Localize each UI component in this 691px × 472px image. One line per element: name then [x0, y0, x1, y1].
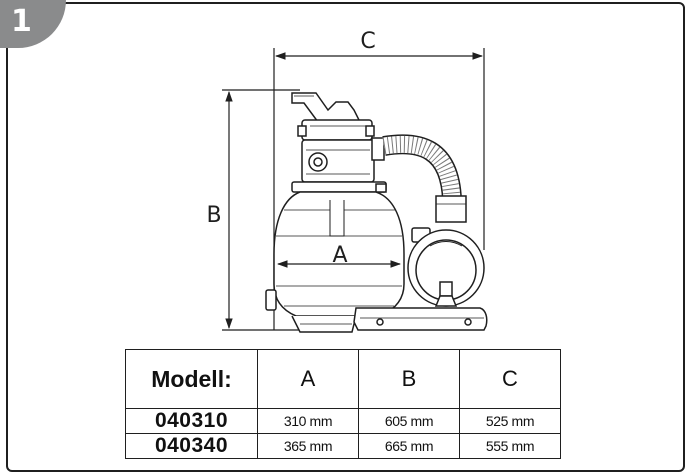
header-model: Modell:: [125, 349, 258, 409]
figure-number: 1: [11, 4, 32, 39]
value-b: 605 mm: [358, 408, 460, 434]
dimension-b-label: B: [206, 203, 221, 228]
value-a: 310 mm: [257, 408, 359, 434]
sand-filter-drawing: C B: [206, 29, 488, 333]
dimension-a-label: A: [332, 243, 347, 268]
value-c: 555 mm: [459, 433, 561, 459]
hose: [382, 134, 467, 223]
value-a: 365 mm: [257, 433, 359, 459]
model-number: 040310: [125, 408, 258, 434]
value-b: 665 mm: [358, 433, 460, 459]
table-row: 040310 310 mm 605 mm 525 mm: [125, 408, 561, 434]
filter-tank: [265, 191, 405, 333]
multiport-valve: [291, 119, 387, 193]
header-b: B: [358, 349, 460, 409]
dimension-b: [222, 89, 300, 331]
dimension-c-label: C: [360, 29, 375, 54]
base-plate: [353, 307, 488, 331]
value-c: 525 mm: [459, 408, 561, 434]
valve-handle: [291, 92, 362, 123]
table-row: 040340 365 mm 665 mm 555 mm: [125, 433, 561, 459]
model-number: 040340: [125, 433, 258, 459]
header-a: A: [257, 349, 359, 409]
header-c: C: [459, 349, 561, 409]
table-header-row: Modell: A B C: [125, 349, 561, 409]
dimensions-table: Modell: A B C 040310 310 mm 605 mm 525 m…: [125, 349, 561, 459]
pump: [407, 227, 485, 307]
